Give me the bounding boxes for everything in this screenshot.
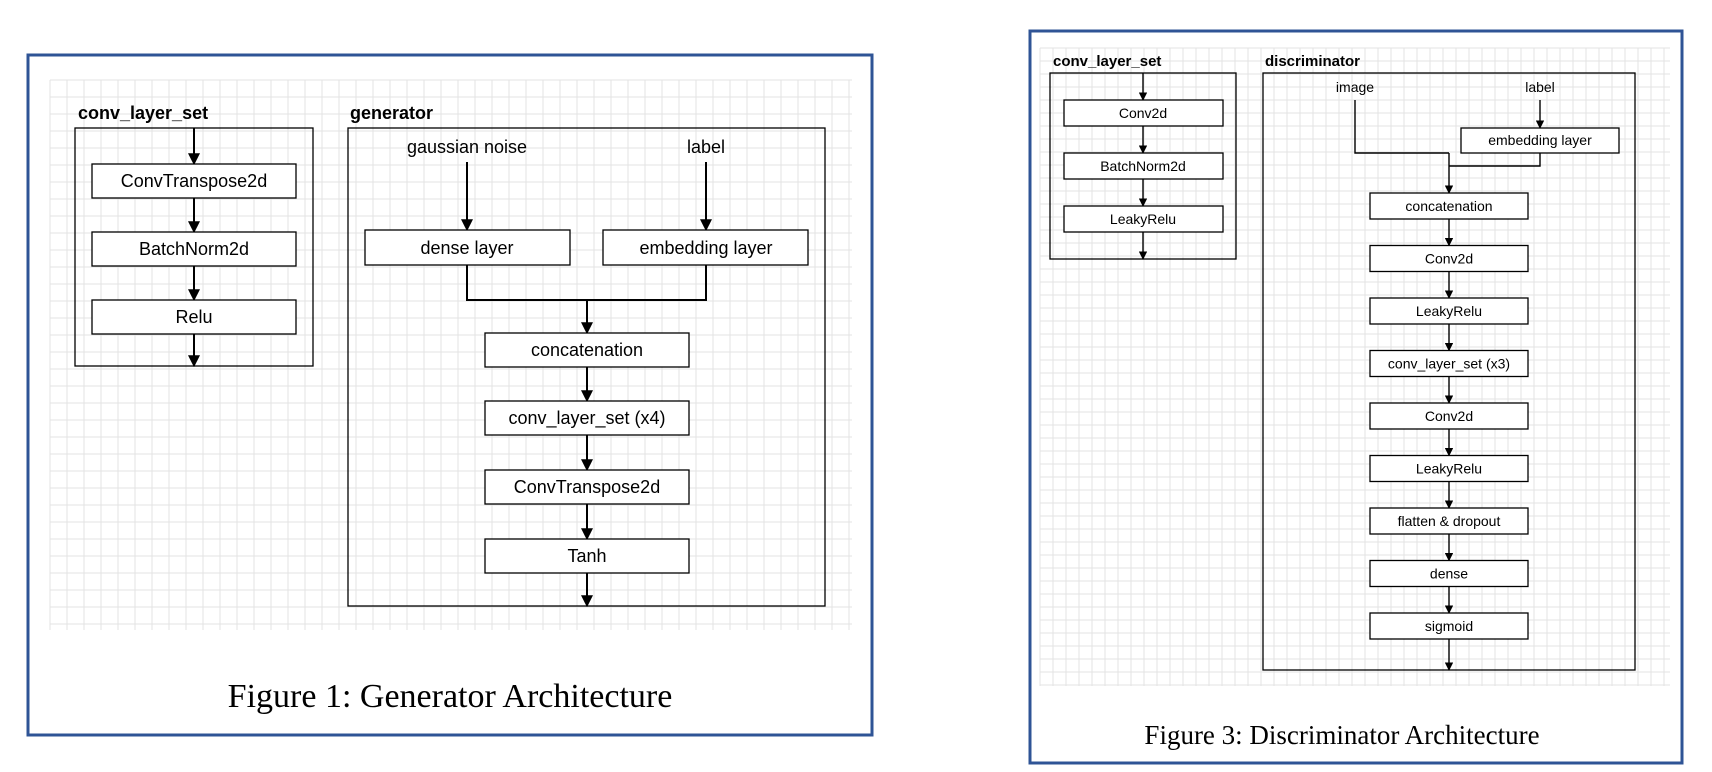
figure-3-caption: Figure 3: Discriminator Architecture xyxy=(1144,720,1539,750)
generator-title: generator xyxy=(350,103,433,123)
dense-layer-box xyxy=(364,229,571,266)
disc-pipeline-label: Conv2d xyxy=(1425,408,1473,424)
disc-pipeline-label: conv_layer_set (x3) xyxy=(1388,356,1510,372)
gen-embedding-layer-label: embedding layer xyxy=(639,238,772,258)
disc-pipeline-label: LeakyRelu xyxy=(1416,303,1482,319)
dense-layer-label: dense layer xyxy=(420,238,513,258)
disc-pipeline-box xyxy=(1369,402,1529,430)
discriminator-title: discriminator xyxy=(1265,53,1360,70)
generator-input-noise: gaussian noise xyxy=(407,137,527,157)
disc-embedding-layer-label: embedding layer xyxy=(1488,132,1592,148)
disc-pipeline-label: flatten & dropout xyxy=(1398,513,1501,529)
gen-tanh-label: Tanh xyxy=(567,546,606,566)
gen-conv-layer-set-x4-box xyxy=(484,400,690,436)
gen-convtranspose2d-label: ConvTranspose2d xyxy=(514,477,660,497)
disc-pipeline-label: sigmoid xyxy=(1425,618,1473,634)
generator-input-label: label xyxy=(687,137,725,157)
gen-conv-layer-set-title: conv_layer_set xyxy=(78,103,208,123)
disc-embedding-connector xyxy=(1449,153,1541,167)
gen-cls-box-2 xyxy=(91,231,297,267)
disc-cls-box-3 xyxy=(1063,205,1224,233)
disc-cls-box-2 xyxy=(1063,152,1224,180)
disc-cls-box-1-label: Conv2d xyxy=(1119,105,1167,121)
figure-1-generator-architecture: conv_layer_set ConvTranspose2d BatchNorm… xyxy=(26,53,874,737)
gen-tanh-box xyxy=(484,538,690,574)
disc-pipeline-label: LeakyRelu xyxy=(1416,461,1482,477)
disc-image-connector xyxy=(1354,100,1449,154)
gen-cls-box-2-label: BatchNorm2d xyxy=(139,239,249,259)
discriminator-pipeline: concatenationConv2dLeakyReluconv_layer_s… xyxy=(1369,192,1529,671)
disc-pipeline-label: Conv2d xyxy=(1425,251,1473,267)
gen-conv-layer-set-x4-label: conv_layer_set (x4) xyxy=(508,408,665,429)
gen-conv-layer-set: conv_layer_set ConvTranspose2d BatchNorm… xyxy=(74,103,314,368)
disc-pipeline-box xyxy=(1369,297,1529,325)
figure-3-discriminator-architecture: conv_layer_set Conv2d BatchNorm2d LeakyR… xyxy=(1028,29,1684,765)
gen-concatenation-label: concatenation xyxy=(531,340,643,360)
figure-1-frame xyxy=(26,53,874,737)
discriminator-input-label: label xyxy=(1525,79,1555,95)
generator-block: generator gaussian noise label dense lay… xyxy=(347,103,826,608)
disc-pipeline-box xyxy=(1369,454,1529,483)
disc-pipeline-box xyxy=(1369,349,1529,378)
gen-cls-box-1 xyxy=(91,163,297,199)
disc-pipeline-label: concatenation xyxy=(1405,198,1492,214)
disc-cls-box-1 xyxy=(1063,99,1224,127)
disc-conv-layer-set: conv_layer_set Conv2d BatchNorm2d LeakyR… xyxy=(1049,53,1237,260)
disc-cls-box-2-label: BatchNorm2d xyxy=(1100,158,1186,174)
disc-pipeline-box xyxy=(1369,507,1529,535)
disc-pipeline-label: dense xyxy=(1430,566,1468,582)
gen-cls-box-3-label: Relu xyxy=(175,307,212,327)
gen-embedding-layer-box xyxy=(602,229,809,266)
disc-pipeline-box xyxy=(1369,192,1529,220)
discriminator-input-image: image xyxy=(1336,79,1374,95)
disc-cls-box-3-label: LeakyRelu xyxy=(1110,211,1176,227)
discriminator-block: discriminator image label embedding laye… xyxy=(1262,53,1636,671)
gen-cls-box-1-label: ConvTranspose2d xyxy=(121,171,267,191)
figure-1-caption: Figure 1: Generator Architecture xyxy=(228,678,673,715)
gen-convtranspose2d-box xyxy=(484,469,690,505)
disc-conv-layer-set-title: conv_layer_set xyxy=(1053,53,1161,70)
